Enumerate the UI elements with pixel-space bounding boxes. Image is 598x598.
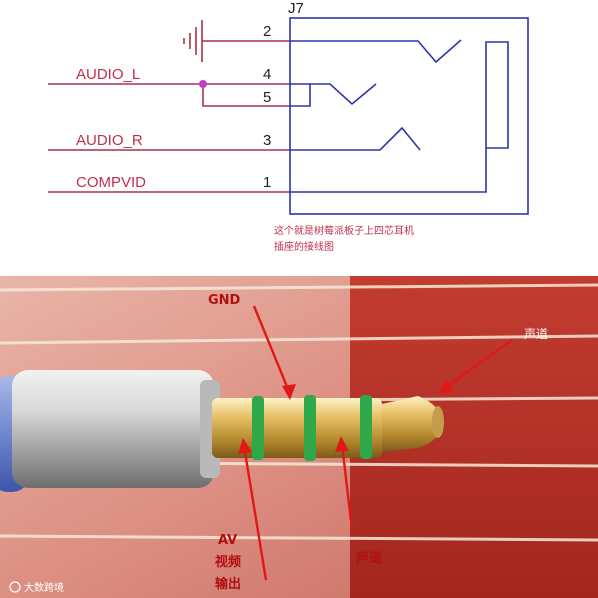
- jack-body: [289, 17, 529, 215]
- caption-line-1: 这个就是树莓派板子上四芯耳机: [274, 224, 414, 237]
- watermark: 大数跨境: [9, 581, 64, 594]
- plug-housing: [12, 370, 220, 488]
- insulator-ring-1: [252, 396, 264, 460]
- label-av: AV: [218, 533, 237, 548]
- ground-icon: [183, 20, 203, 62]
- label-av-output: 输出: [215, 576, 241, 592]
- net-label-compvid: COMPVID: [76, 174, 146, 191]
- pin-number-audio-l: 4: [263, 66, 271, 83]
- watermark-text: 大数跨境: [24, 581, 64, 594]
- insulator-ring-3: [360, 395, 372, 459]
- schematic-wires: [48, 40, 290, 193]
- plug-photo: GND 声道 声道 AV 视频 输出 大数跨境: [0, 276, 598, 598]
- pin-number-gnd: 2: [263, 23, 271, 40]
- label-gnd: GND: [208, 293, 241, 308]
- net-label-audio-l: AUDIO_L: [76, 66, 140, 83]
- label-av-video: 视频: [215, 554, 241, 570]
- net-label-audio-r: AUDIO_R: [76, 132, 143, 149]
- insulator-ring-2: [304, 395, 316, 461]
- annotation-arrows: [238, 305, 513, 581]
- pin-number-audio-l-switch: 5: [263, 89, 271, 106]
- label-channel-top: 声道: [524, 327, 548, 341]
- pin-number-compvid: 1: [263, 174, 271, 191]
- junction-node: [199, 80, 207, 88]
- caption-line-2: 插座的接线图: [274, 240, 334, 253]
- ref-designator: J7: [288, 0, 304, 17]
- label-channel-bottom: 声道: [355, 550, 382, 566]
- watermark-logo-icon: [9, 581, 21, 593]
- schematic: J7 2 4 5 3 1 AUDIO_L AUDIO_R COMPVID 这个就…: [48, 0, 529, 253]
- pin-number-audio-r: 3: [263, 132, 271, 149]
- divider: [0, 270, 598, 276]
